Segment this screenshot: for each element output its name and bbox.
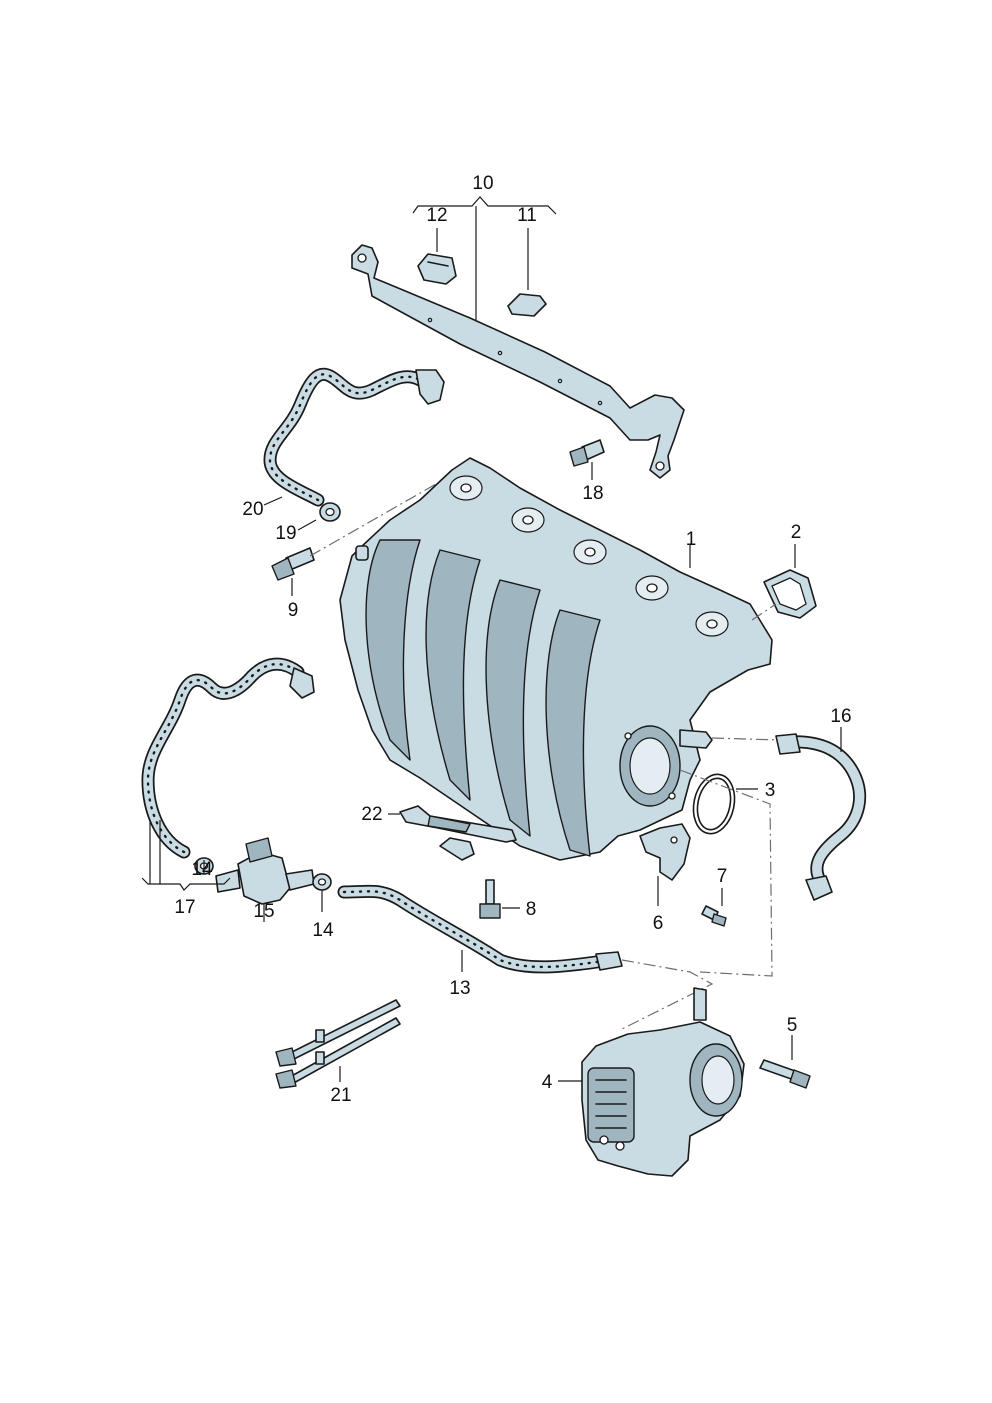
callout-10: 10 (472, 173, 493, 194)
gasket-part-2 (763, 544, 817, 619)
callout-17: 17 (174, 897, 195, 918)
callout-13: 13 (449, 978, 470, 999)
callout-16: 16 (830, 706, 851, 727)
bracket-group-10 (412, 196, 557, 320)
callout-1: 1 (686, 529, 697, 550)
clamp-part-19 (319, 502, 341, 522)
callout-8: 8 (526, 899, 537, 920)
hose-part-17 (141, 657, 315, 859)
clamp-part-14-right (312, 873, 332, 912)
clip-part-11 (507, 293, 547, 317)
o-ring-part-3 (692, 773, 758, 835)
callout-20: 20 (242, 499, 263, 520)
callout-4: 4 (542, 1072, 553, 1093)
sensor-part-6 (639, 823, 691, 906)
valve-part-15 (215, 837, 315, 922)
bolt-part-9 (271, 547, 315, 596)
fuel-rail-bracket (351, 244, 685, 479)
intake-manifold (339, 457, 773, 861)
callout-9: 9 (288, 600, 299, 621)
callout-5: 5 (787, 1015, 798, 1036)
callout-18: 18 (582, 483, 603, 504)
callout-15: 15 (253, 901, 274, 922)
hose-part-20 (263, 367, 445, 507)
callout-21: 21 (330, 1085, 351, 1106)
bracket-part-22 (388, 805, 517, 843)
bolt-part-18 (569, 439, 605, 480)
callout-22: 22 (361, 804, 382, 825)
clip-part-12 (417, 253, 457, 285)
screw-part-7 (701, 888, 727, 927)
callout-12: 12 (426, 205, 447, 226)
bolt-part-5 (759, 1035, 811, 1089)
hose-part-13 (337, 884, 623, 974)
callout-14-right: 14 (312, 920, 334, 941)
clamp-part-14-left (194, 857, 214, 875)
callout-11: 11 (517, 205, 537, 226)
bolt-part-8 (479, 879, 520, 919)
callout-7: 7 (717, 866, 728, 887)
callout-2: 2 (791, 522, 802, 543)
callout-6: 6 (653, 913, 664, 934)
callout-14-left: 14 (191, 859, 213, 880)
throttle-body-part-4 (558, 987, 745, 1177)
hose-part-16 (775, 727, 867, 901)
callout-3: 3 (765, 780, 776, 801)
cable-ties-part-21 (275, 999, 401, 1089)
callout-19: 19 (275, 523, 296, 544)
